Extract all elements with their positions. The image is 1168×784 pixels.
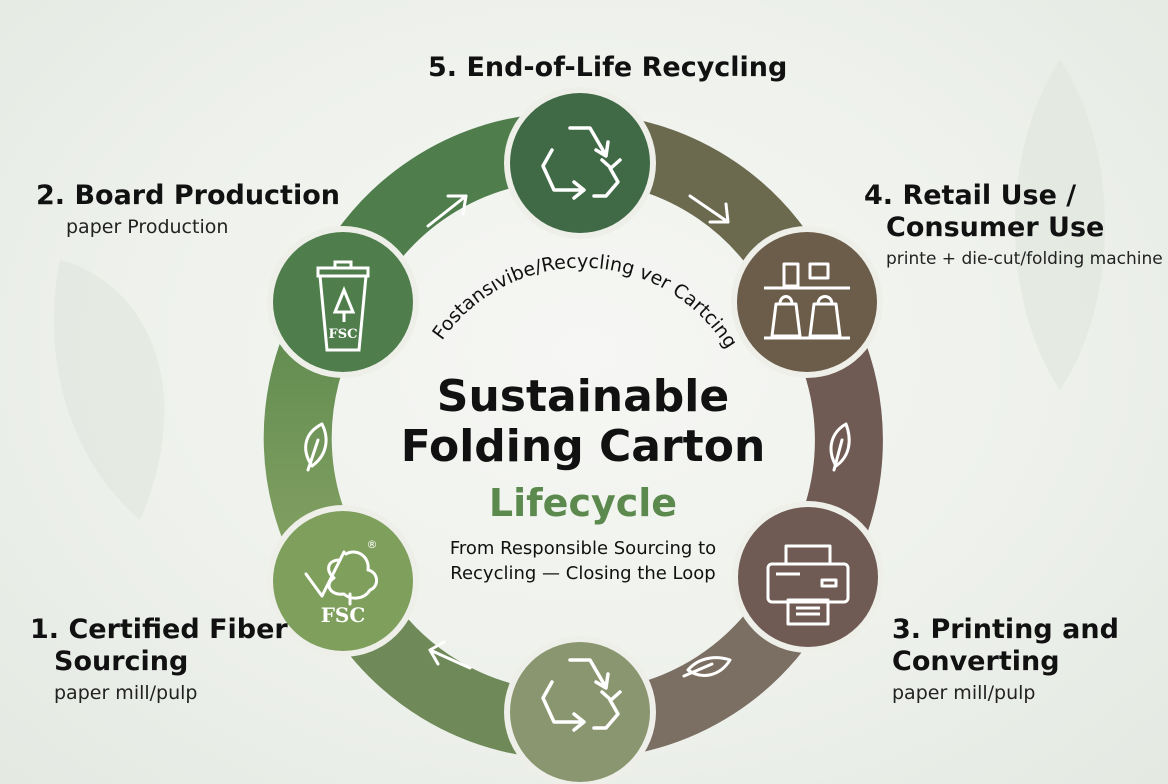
leaf-icon: [829, 422, 851, 472]
stage-2-title: 2. Board Production: [36, 180, 340, 211]
fsc-label: FSC: [321, 603, 366, 627]
stage-1-title-line1: 1. Certified Fiber: [30, 614, 288, 645]
node-end-of-life-recycling: [504, 87, 656, 239]
center-arc-text: Fostansıvibe/Recycling ver Cartcing: [428, 251, 741, 353]
printer-icon: [766, 544, 850, 626]
fsc-bin-icon: [316, 260, 370, 352]
center-tagline-line: From Responsible Sourcing to: [449, 538, 717, 559]
fsc-tree-icon: [304, 550, 378, 606]
background-leaf: [53, 260, 165, 520]
fsc-label: FSC: [329, 327, 358, 342]
stage-5-label: 5. End-of-Life Recycling: [428, 52, 787, 84]
stage-3-subtitle: paper mill/pulp: [892, 682, 1036, 704]
stage-3-title-line2: Converting: [892, 646, 1060, 677]
leaf-icon: [682, 656, 732, 678]
stage-4-label: 4. Retail Use / Consumer Use printe + di…: [864, 180, 1163, 272]
center-title-line: Folding Carton: [400, 421, 766, 472]
arrow-left-icon: [428, 640, 472, 670]
stage-4-title-line1: 4. Retail Use /: [864, 180, 1077, 211]
stage-1-label: 1. Certified Fiber Sourcing paper mill/p…: [30, 614, 288, 706]
node-retail-consumer-use: [731, 226, 883, 378]
background-leaf: [1015, 60, 1105, 390]
leaf-icon: [304, 422, 328, 472]
recycle-icon: [541, 658, 622, 732]
stage-1-subtitle: paper mill/pulp: [54, 682, 198, 704]
stage-4-subtitle: printe + die-cut/folding machine: [886, 249, 1163, 269]
stage-4-title-line2: Consumer Use: [886, 212, 1105, 243]
node-printing-converting: [732, 501, 884, 653]
recycle-icon: [541, 126, 622, 200]
arrow-up-right-icon: [426, 194, 468, 228]
arrow-down-right-icon: [688, 194, 730, 224]
node-certified-fiber-sourcing: FSC ®: [267, 505, 419, 657]
stage-2-label: 2. Board Production paper Production: [36, 180, 340, 240]
center-subtitle: Lifecycle: [488, 481, 678, 525]
center-title-line: Sustainable: [436, 371, 730, 422]
center-tagline: From Responsible Sourcing to Recycling —…: [383, 536, 783, 586]
node-board-production: FSC: [267, 226, 419, 378]
stage-5-title: 5. End-of-Life Recycling: [428, 52, 788, 83]
retail-shelf-icon: [764, 262, 850, 340]
center-title: Sustainable Folding Carton: [383, 372, 783, 472]
stage-2-subtitle: paper Production: [66, 216, 229, 238]
stage-1-title-line2: Sourcing: [54, 646, 189, 677]
node-recycling-bottom: [504, 636, 656, 784]
registered-mark: ®: [367, 538, 378, 551]
stage-3-label: 3. Printing and Converting paper mill/pu…: [892, 614, 1119, 706]
center-tagline-line: Recycling — Closing the Loop: [450, 563, 716, 584]
stage-3-title-line1: 3. Printing and: [892, 614, 1119, 645]
